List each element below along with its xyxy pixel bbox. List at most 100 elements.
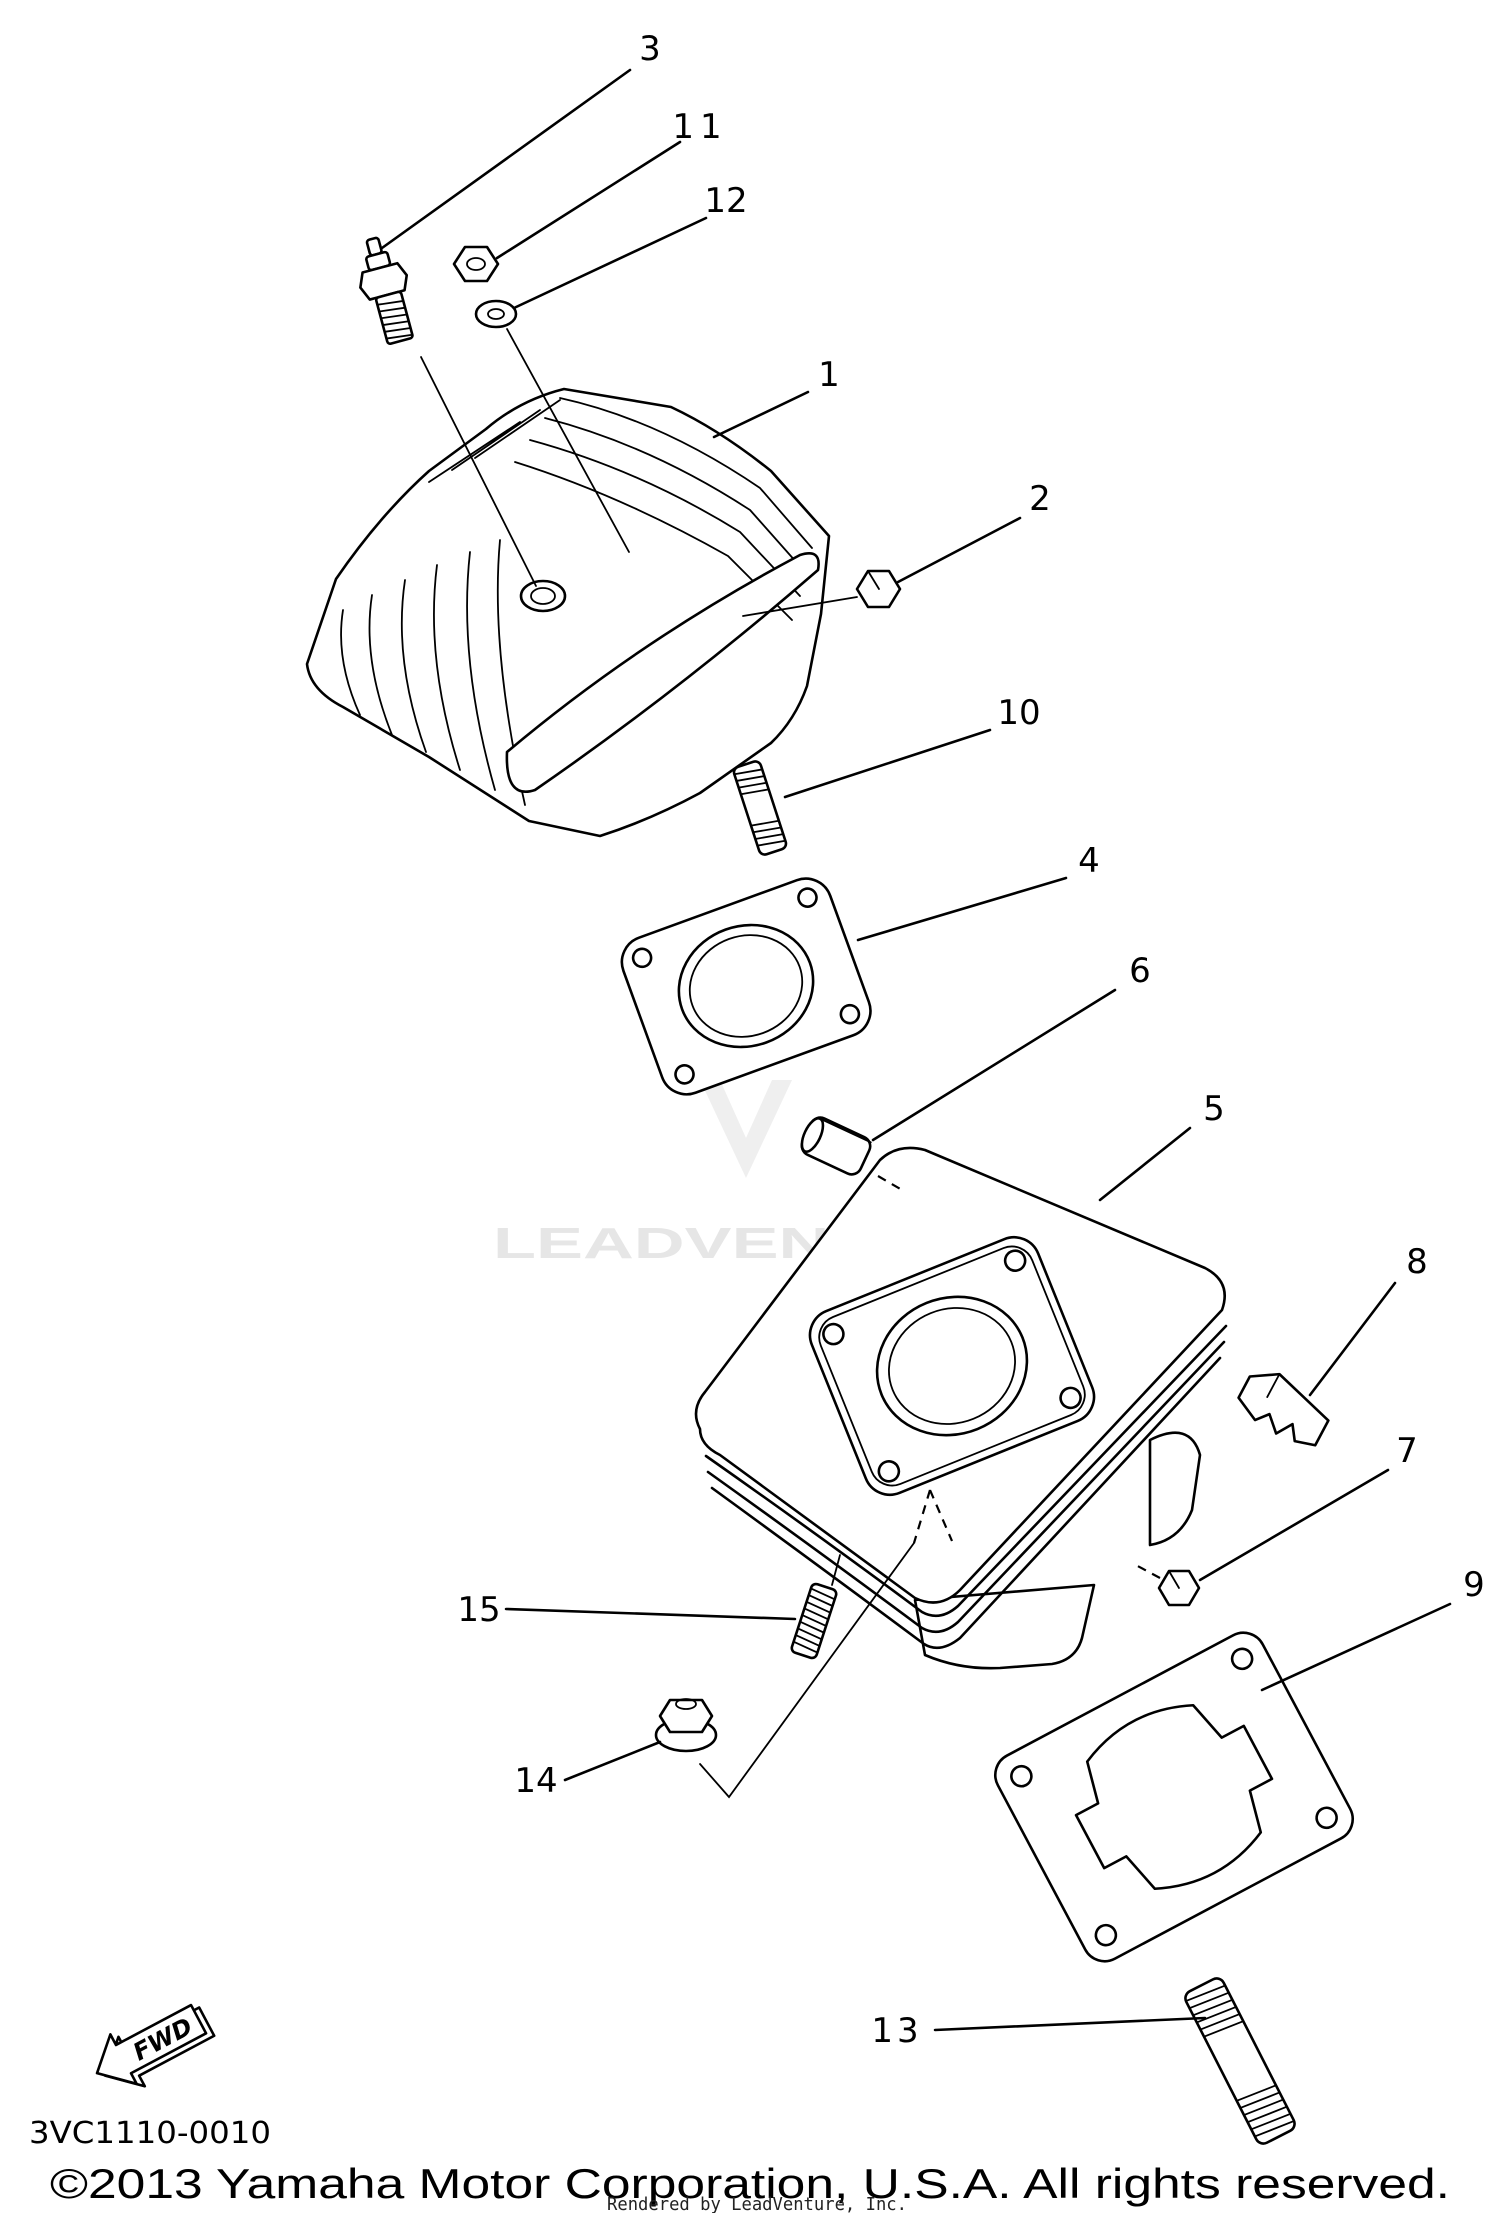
callout-number: 6 xyxy=(1129,951,1151,991)
spark-plug xyxy=(359,236,414,345)
callout-number: 2 xyxy=(1029,479,1051,519)
fwd-arrow-icon: FWD xyxy=(95,2003,216,2088)
callout-number: 9 xyxy=(1463,1565,1485,1605)
leader-line xyxy=(1198,1468,1390,1582)
base-gasket-hole xyxy=(1094,1923,1118,1947)
dowel-pin xyxy=(800,1116,872,1176)
callout-number: 8 xyxy=(1406,1242,1428,1282)
cylinder-port-plate xyxy=(808,1235,1096,1497)
callout-number: 7 xyxy=(1396,1431,1418,1471)
base-gasket-hole xyxy=(1315,1806,1338,1830)
cylinder-bolt-hole xyxy=(1003,1249,1027,1272)
callout-9: 9 xyxy=(1260,1565,1485,1692)
callout-12: 12 xyxy=(512,181,748,310)
diagram-code: 3VC1110-0010 xyxy=(29,2116,271,2151)
callout-number: 12 xyxy=(704,181,747,221)
washer-hole xyxy=(487,308,505,320)
cylinder-head-top-fins xyxy=(428,397,813,621)
callout-13: 13 xyxy=(871,2011,1207,2051)
callout-7: 7 xyxy=(1198,1431,1418,1582)
leader-line xyxy=(1308,1281,1397,1397)
damper-body xyxy=(1237,1372,1330,1447)
cylinder-bolt-hole xyxy=(1059,1386,1082,1410)
spark-plug-hole xyxy=(519,579,567,613)
damper-edge xyxy=(1266,1373,1281,1398)
stud-threads xyxy=(733,768,787,847)
assembly-lines xyxy=(420,328,1161,1799)
nut-11 xyxy=(452,245,500,283)
cylinder-fins xyxy=(704,1324,1228,1650)
spark-plug-thread-lines xyxy=(376,300,414,340)
dowel-slit xyxy=(819,1117,872,1144)
callout-number: 10 xyxy=(997,693,1040,733)
callout-number: 1 xyxy=(818,355,840,395)
callout-15: 15 xyxy=(457,1590,797,1630)
callout-4: 4 xyxy=(856,841,1100,942)
nut-edge xyxy=(1168,1570,1180,1589)
washer-12 xyxy=(474,299,518,329)
nut-hole xyxy=(675,1698,697,1710)
flange-nut-14 xyxy=(654,1698,718,1753)
gasket-bolt-hole xyxy=(797,887,818,908)
stud-body xyxy=(1184,1977,1296,2145)
stud-threads xyxy=(792,1587,836,1654)
callout-11: 11 xyxy=(495,107,722,260)
stud-15-assembly-line xyxy=(831,1554,841,1586)
leader-line xyxy=(504,1607,797,1621)
base-gasket xyxy=(994,1631,1354,1963)
base-gasket-hole xyxy=(1230,1647,1254,1671)
cylinder-head-body xyxy=(305,387,831,838)
leader-line xyxy=(712,390,810,439)
leader-line xyxy=(1098,1126,1192,1202)
cylinder-bore-outer xyxy=(875,1295,1029,1437)
nut-hole xyxy=(466,257,486,271)
cylinder-head-dome-ridge xyxy=(505,552,820,793)
gasket-bolt-hole xyxy=(674,1064,695,1085)
nut-2 xyxy=(855,569,902,609)
nut-7-assembly-line xyxy=(1131,1562,1161,1579)
stud-13 xyxy=(1184,1977,1296,2145)
spark-plug-hex xyxy=(359,261,409,301)
nut-7 xyxy=(1157,1569,1201,1607)
washer-assembly-line xyxy=(506,328,630,553)
leader-line xyxy=(856,876,1068,942)
callout-number: 3 xyxy=(639,29,661,69)
cylinder-head xyxy=(305,387,831,838)
gasket-bolt-hole xyxy=(839,1003,861,1025)
callout-14: 14 xyxy=(514,1740,662,1801)
gasket-bore-outer xyxy=(677,923,815,1049)
spark-plug-hole-inner xyxy=(530,587,556,605)
base-gasket-hole xyxy=(1010,1764,1033,1788)
leader-line xyxy=(495,140,682,260)
copyright-text: ©2013 Yamaha Motor Corporation, U.S.A. A… xyxy=(50,2160,1450,2207)
nut-hex xyxy=(658,1698,714,1734)
gasket-bore-inner xyxy=(688,934,804,1038)
callout-10: 10 xyxy=(783,693,1041,799)
stud-15 xyxy=(790,1582,838,1660)
callout-number: 13 xyxy=(871,2011,922,2051)
stud-10 xyxy=(732,760,788,856)
callout-5: 5 xyxy=(1098,1089,1225,1202)
leader-line xyxy=(563,1740,662,1782)
dowel-assembly-line xyxy=(877,1175,903,1191)
leader-line xyxy=(1260,1602,1452,1692)
leader-line xyxy=(933,2016,1207,2032)
callout-2: 2 xyxy=(896,479,1051,584)
callout-1: 1 xyxy=(712,355,840,439)
leader-line xyxy=(896,516,1022,584)
leader-line xyxy=(783,728,992,799)
washer-outer xyxy=(474,299,518,329)
head-gasket xyxy=(620,877,872,1096)
cylinder-exhaust-lug xyxy=(1148,1431,1202,1547)
callout-number: 14 xyxy=(514,1761,557,1801)
callout-8: 8 xyxy=(1308,1242,1428,1397)
callout-number: 15 xyxy=(457,1590,500,1630)
leader-line xyxy=(871,988,1117,1142)
callout-3: 3 xyxy=(380,29,661,250)
cylinder xyxy=(694,1146,1228,1670)
port-plate-inner-edge xyxy=(818,1245,1086,1487)
cylinder-bolt-hole xyxy=(877,1460,901,1483)
callout-number: 4 xyxy=(1078,841,1100,881)
nut-edge xyxy=(867,570,880,590)
